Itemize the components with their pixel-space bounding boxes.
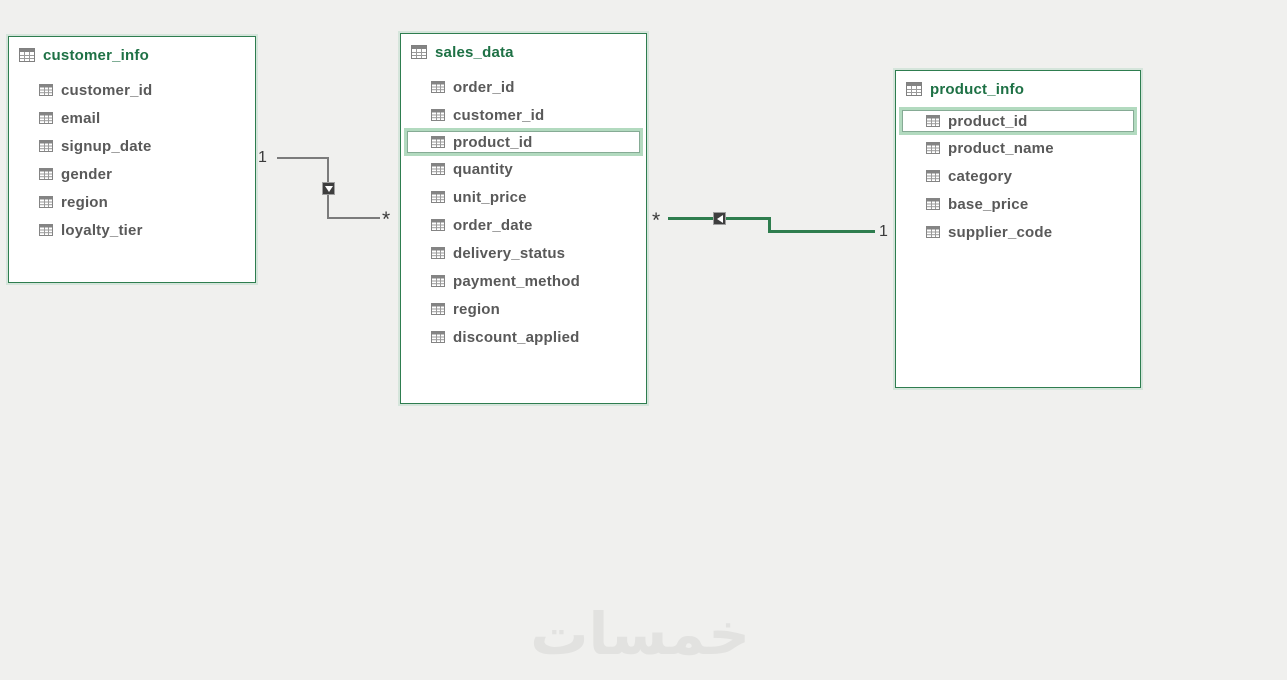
field-icon [926,170,940,182]
field-label: email [61,109,101,127]
field-row[interactable]: category [896,162,1140,190]
field-list: customer_id email signup_date gender reg… [9,76,255,244]
field-icon [431,303,445,315]
field-icon [39,112,53,124]
field-row[interactable]: delivery_status [401,239,646,267]
field-label: gender [61,165,113,183]
cardinality-label-one: 1 [879,223,888,240]
field-label: loyalty_tier [61,221,143,239]
field-row-highlighted[interactable]: product_id [407,131,640,153]
field-row[interactable]: payment_method [401,267,646,295]
cardinality-label-many: * [652,209,661,232]
field-icon [431,109,445,121]
field-label: discount_applied [453,328,580,346]
cardinality-label-many: * [382,208,391,231]
field-row[interactable]: region [401,295,646,323]
field-row[interactable]: email [9,104,255,132]
field-label: product_name [948,139,1054,157]
field-icon [431,191,445,203]
table-icon [19,48,35,62]
field-icon [431,275,445,287]
field-row[interactable]: signup_date [9,132,255,160]
table-header[interactable]: sales_data [401,34,646,61]
field-icon [926,226,940,238]
field-icon [431,81,445,93]
field-icon [39,84,53,96]
table-title: sales_data [435,43,514,61]
field-label: region [61,193,109,211]
field-label: delivery_status [453,244,566,262]
field-icon [39,224,53,236]
arrow-down-icon [324,185,333,192]
field-label: customer_id [61,81,153,99]
table-icon [411,45,427,59]
table-icon [906,82,922,96]
field-row[interactable]: order_id [401,73,646,101]
field-icon [431,163,445,175]
field-label: payment_method [453,272,580,290]
field-row[interactable]: supplier_code [896,218,1140,246]
table-title: customer_info [43,46,149,64]
field-row-highlighted[interactable]: product_id [902,110,1134,132]
field-row[interactable]: base_price [896,190,1140,218]
table-product-info[interactable]: product_info product_id product_name cat… [895,70,1141,388]
field-icon [39,140,53,152]
field-label: region [453,300,501,318]
field-label: product_id [453,133,533,151]
field-row[interactable]: loyalty_tier [9,216,255,244]
field-label: customer_id [453,106,545,124]
relationship-line-segment-selected[interactable] [768,230,875,233]
field-icon [431,136,445,148]
field-list: order_id customer_id product_id quantity… [401,73,646,351]
field-row[interactable]: region [9,188,255,216]
field-row[interactable]: customer_id [9,76,255,104]
table-title: product_info [930,80,1025,98]
field-label: category [948,167,1013,185]
field-label: unit_price [453,188,527,206]
field-icon [431,331,445,343]
table-sales-data[interactable]: sales_data order_id customer_id product_… [400,33,647,404]
relationship-line-segment[interactable] [328,217,380,219]
field-row[interactable]: unit_price [401,183,646,211]
field-label: product_id [948,112,1028,130]
field-label: order_id [453,78,515,96]
field-icon [926,198,940,210]
field-icon [39,168,53,180]
field-label: supplier_code [948,223,1053,241]
field-label: quantity [453,160,513,178]
field-icon [926,142,940,154]
field-label: base_price [948,195,1029,213]
field-label: order_date [453,216,533,234]
cardinality-label-one: 1 [258,149,267,166]
field-row[interactable]: quantity [401,155,646,183]
field-label: signup_date [61,137,152,155]
table-header[interactable]: customer_info [9,37,255,64]
field-row[interactable]: product_name [896,134,1140,162]
field-list: product_id product_name category base_pr… [896,110,1140,246]
relationship-line-segment-selected[interactable] [768,217,771,233]
field-icon [39,196,53,208]
field-icon [431,219,445,231]
field-icon [431,247,445,259]
table-header[interactable]: product_info [896,71,1140,98]
relationship-arrow-marker[interactable] [322,182,335,195]
table-customer-info[interactable]: customer_info customer_id email signup_d… [8,36,256,283]
arrow-left-icon [716,214,723,223]
field-row[interactable]: customer_id [401,101,646,129]
relationship-line-segment[interactable] [277,157,329,159]
watermark: خمسات [530,600,750,668]
field-row[interactable]: gender [9,160,255,188]
field-row[interactable]: order_date [401,211,646,239]
field-icon [926,115,940,127]
field-row[interactable]: discount_applied [401,323,646,351]
relationship-arrow-marker[interactable] [713,212,726,225]
